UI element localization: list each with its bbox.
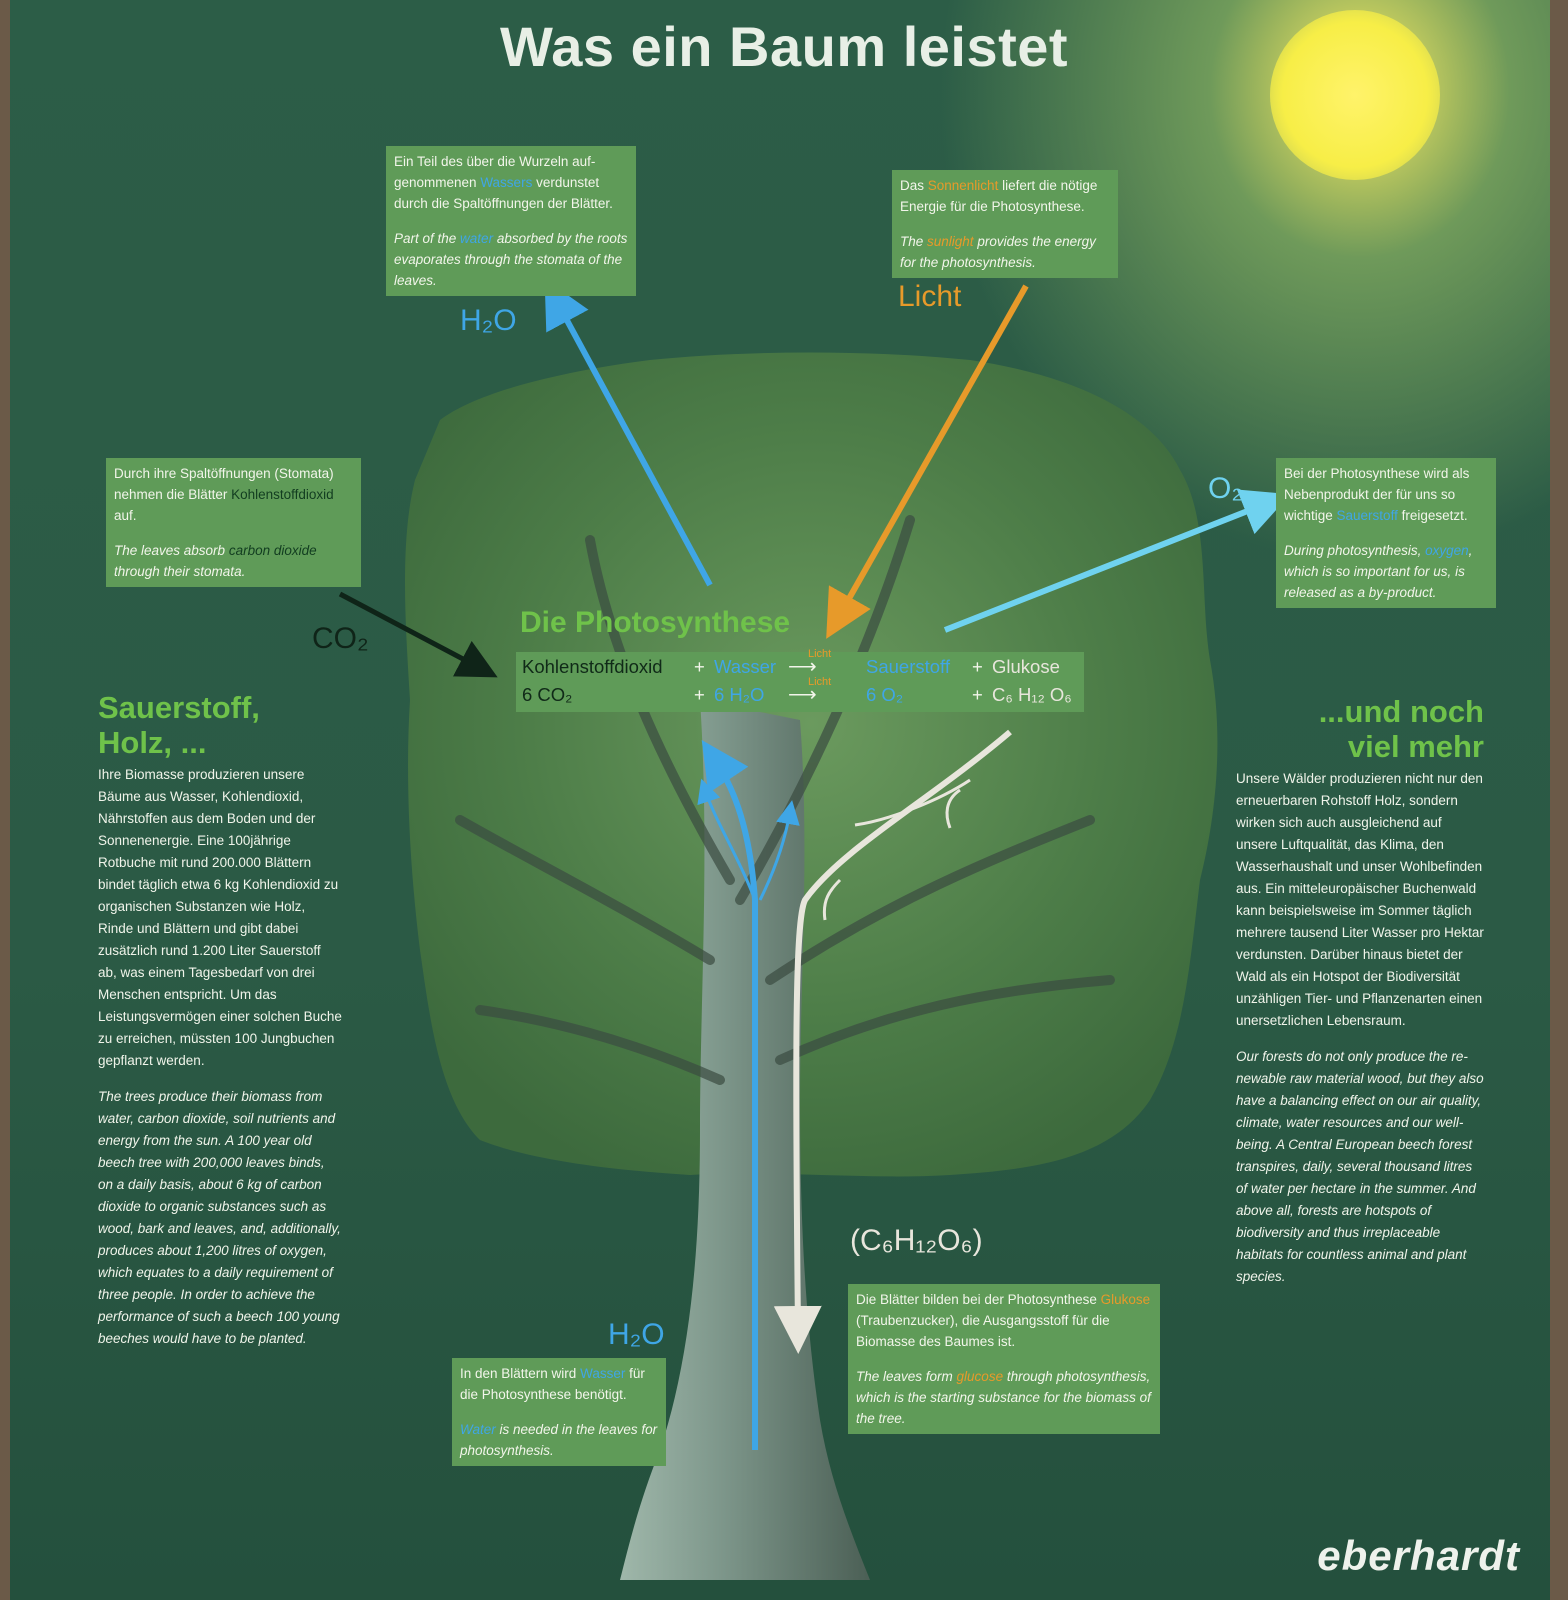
left-text: Ihre Biomasse produzieren unsere Bäume a… — [98, 764, 342, 1350]
info-box-oxygen: Bei der Photosynthese wird als Nebenprod… — [1276, 458, 1496, 608]
left-text-en: The trees produce their biomass from wat… — [98, 1089, 341, 1346]
right-text: Unsere Wälder produzieren nicht nur den … — [1236, 768, 1484, 1288]
sun-icon — [1270, 10, 1440, 180]
eq-oxygen-word: Sauerstoff — [866, 656, 950, 677]
eq-arrow: ⟶ — [788, 684, 817, 706]
eq-water-word: Wasser — [714, 656, 777, 677]
water-uptake-arrow — [701, 740, 759, 1450]
tree-trunk — [620, 700, 870, 1580]
info-box-carbon-dioxide: Durch ihre Spaltöffnungen (Stomata) nehm… — [106, 458, 361, 587]
info-box-water-needed: In den Blättern wird Wasser für die Phot… — [452, 1358, 666, 1466]
label-co2: CO₂ — [312, 622, 369, 655]
eq-plus: + — [972, 656, 983, 677]
label-o2: O₂ — [1208, 472, 1243, 505]
info-box-water-evaporation: Ein Teil des über die Wurzeln auf­genomm… — [386, 146, 636, 296]
photosynthesis-title: Die Photosynthese — [520, 606, 791, 639]
sign-board: Was ein Baum leistet Ein Teil des über d… — [10, 0, 1550, 1600]
right-text-en: Our forests do not only produce the re­n… — [1236, 1049, 1484, 1284]
page-title: Was ein Baum leistet — [499, 15, 1069, 78]
eq-plus: + — [694, 656, 705, 677]
oxygen-arrow — [943, 489, 1291, 633]
label-h2o-bottom: H₂O — [608, 1318, 665, 1351]
light-arrow — [826, 284, 1029, 639]
eq-water-formula: 6 H₂O — [714, 684, 765, 705]
water-evaporation-arrow — [544, 278, 713, 587]
eberhardt-logo: eberhardt — [1317, 1532, 1520, 1579]
info-box-sunlight: Das Sonnenlicht liefert die nötige Energ… — [892, 170, 1118, 278]
eq-arrow: ⟶ — [788, 656, 817, 678]
label-licht: Licht — [898, 280, 962, 313]
eq-co2-formula: 6 CO₂ — [522, 684, 573, 705]
eq-glucose-formula: C₆ H₁₂ O₆ — [992, 684, 1072, 705]
info-box-glucose: Die Blätter bilden bei der Photosynthese… — [848, 1284, 1160, 1434]
eq-plus: + — [972, 684, 983, 705]
eq-co2-word: Kohlenstoffdioxid — [522, 656, 663, 677]
label-glucose-formula: (C₆H₁₂O₆) — [850, 1224, 983, 1257]
eq-glucose-word: Glukose — [992, 656, 1060, 677]
left-text-de: Ihre Biomasse produzieren unsere Bäume a… — [98, 767, 342, 1068]
eq-arrow-label: Licht — [808, 648, 832, 660]
eq-arrow-label: Licht — [808, 676, 832, 688]
photosynthesis-equation: Kohlenstoffdioxid + Wasser Licht ⟶ Sauer… — [516, 648, 1084, 712]
right-text-de: Unsere Wälder produzieren nicht nur den … — [1236, 771, 1484, 1028]
eq-plus: + — [694, 684, 705, 705]
left-heading: Sauerstoff,Holz, ... — [98, 690, 260, 760]
label-h2o-top: H₂O — [460, 304, 517, 337]
glucose-transport-arrow — [773, 729, 1012, 1354]
eq-oxygen-formula: 6 O₂ — [866, 684, 903, 705]
co2-arrow — [338, 591, 498, 678]
tree-illustration — [338, 278, 1291, 1580]
